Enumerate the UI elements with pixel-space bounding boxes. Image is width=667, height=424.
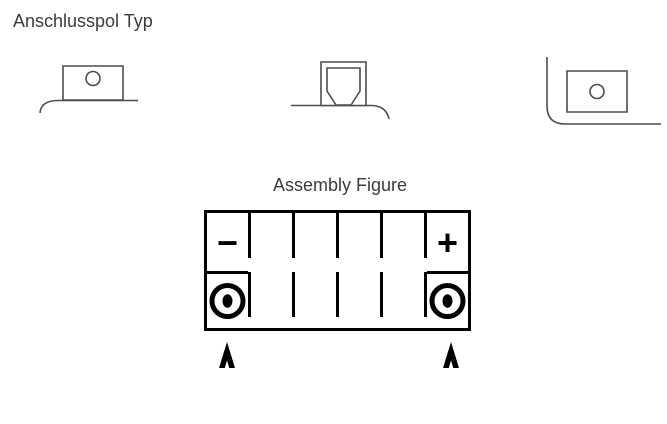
- negative-terminal-label: −: [217, 222, 238, 263]
- negative-terminal-post-icon: [209, 283, 246, 319]
- positive-terminal-position-arrow-icon: [443, 342, 459, 368]
- battery-assembly-diagram: − +: [204, 210, 471, 368]
- battery-case-outline: [204, 210, 471, 331]
- assembly-figure-title: Assembly Figure: [272, 175, 408, 195]
- terminal-type-title: Anschlusspol Typ: [13, 11, 153, 31]
- positive-terminal-post-icon: [429, 283, 466, 319]
- terminal-type-flat-pad-icon: [30, 55, 145, 117]
- cell-divider-lines: [248, 213, 427, 329]
- bolt-hole-icon: [86, 72, 100, 86]
- bolt-hole-icon: [590, 85, 604, 99]
- negative-terminal-position-arrow-icon: [219, 342, 235, 368]
- battery-lid-profile-line: [40, 101, 138, 114]
- terminal-type-recessed-pad-icon: [533, 50, 663, 132]
- terminal-type-nut-icon: [285, 52, 397, 122]
- battery-lid-profile-line: [291, 106, 389, 120]
- positive-terminal-label: +: [437, 222, 458, 263]
- terminal-pad: [567, 71, 627, 112]
- battery-lid-profile-line: [547, 57, 661, 124]
- nut-profile-icon: [327, 68, 360, 105]
